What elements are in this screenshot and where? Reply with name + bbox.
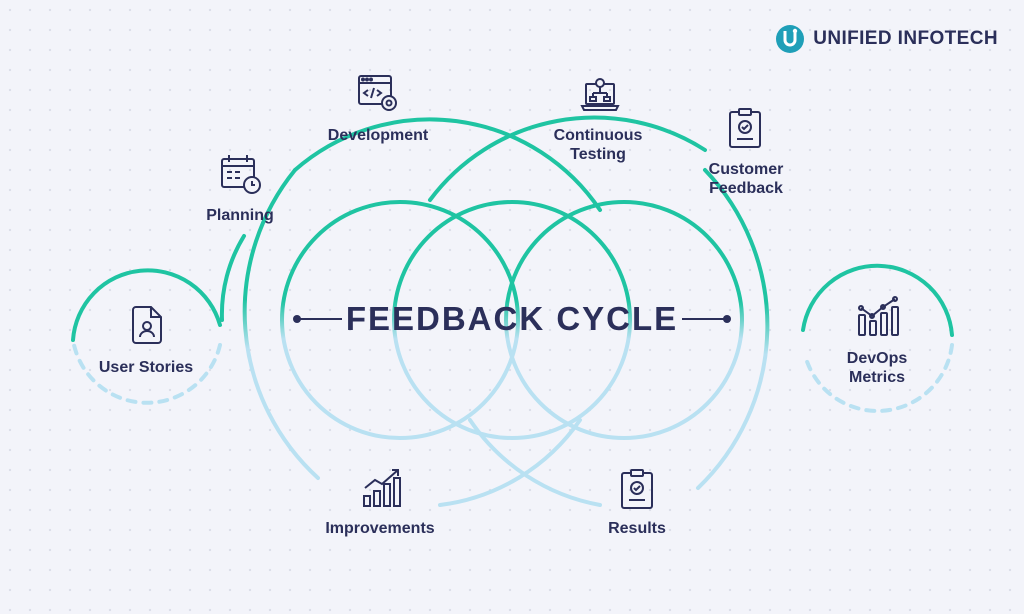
top-arc-right [428,115,707,202]
clipboard-check-icon [621,469,653,509]
devops-circle-bottom [803,343,954,413]
bar-chart-trend-icon [858,296,899,336]
step-label-development: Development [327,127,429,144]
brand-logo-text: UNIFIED INFOTECH [813,28,998,49]
brand-logo-icon [776,25,805,53]
devops-circle-top [801,263,954,337]
step-label-results: Results [608,520,666,537]
laptop-network-icon [580,78,620,111]
diagram-title: FEEDBACK CYCLE [345,300,679,337]
step-label-planning: Planning [206,207,274,224]
user-stories-circle-bottom [71,338,222,405]
clipboard-check-icon [729,108,761,148]
step-label-user-stories: User Stories [98,359,194,376]
bottom-arc-left [438,418,582,507]
outer-arc-left [242,168,320,480]
calendar-clock-icon [221,155,261,194]
user-stories-circle-top [71,268,222,342]
code-window-gear-icon [358,75,397,111]
step-label-devops-metrics: DevOps Metrics [846,350,908,386]
step-label-improvements: Improvements [325,520,435,537]
title-connector-left [293,315,342,323]
step-label-continuous-testing: Continuous Testing [553,127,643,163]
title-connector-right [682,315,731,323]
inner-circle-left [280,200,520,440]
growth-chart-icon [363,469,401,507]
step-label-customer-feedback: Customer Feedback [708,161,784,197]
brand-logo: UNIFIED INFOTECH [775,24,998,54]
top-arc-left [293,117,602,212]
planning-arc [219,234,246,322]
inner-circle-right [504,200,744,440]
document-user-icon [132,306,162,344]
outer-arc-right [696,168,770,490]
inner-circle-center [392,200,632,440]
